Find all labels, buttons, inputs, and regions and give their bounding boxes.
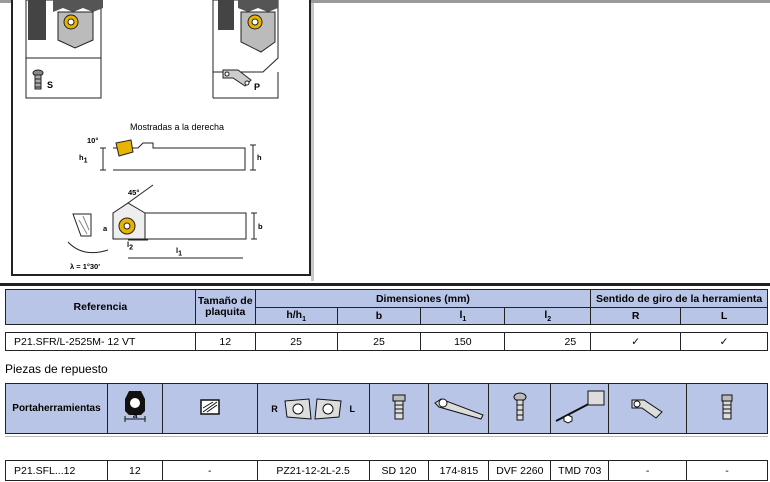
dim-b: b (258, 222, 263, 231)
cell-l2: 25 (504, 332, 592, 351)
header-sentido: Sentido de giro de la herramienta (590, 289, 768, 308)
dim-h: h (257, 153, 262, 162)
spare-shim: - (161, 460, 258, 481)
header-portaherramientas: Portaherramientas (5, 383, 108, 434)
dim-a: a (103, 224, 108, 233)
spare-a: 12 (106, 460, 163, 481)
dim-l1: l1 (176, 246, 182, 258)
spares-header-table: Portaherramientas a R (5, 383, 768, 434)
spare-screw2: DVF 2260 (488, 460, 552, 481)
tool-spec-table: Referencia Tamaño de plaquita Dimensione… (5, 289, 768, 351)
header-screw2-icon (488, 383, 552, 434)
spares-data-table: P21.SFL...12 12 - PZ21-12-2L-2.5 SD 120 … (5, 460, 768, 481)
spares-title: Piezas de repuesto (5, 362, 108, 376)
holder-s-body (28, 0, 46, 40)
tool-figure: S P Mostradas a la derecha 10° h1 h 45° … (11, 0, 311, 276)
spare-ref: P21.SFL...12 (5, 460, 108, 481)
header-shim-icon (161, 383, 258, 434)
header-lever-icon (608, 383, 688, 434)
header-a: a (132, 411, 138, 420)
dim-l2: l2 (127, 240, 133, 252)
cell-hh1: 25 (254, 332, 338, 351)
clamp-rl-icon (284, 397, 342, 420)
cell-l1: 150 (420, 332, 506, 351)
figure-caption: Mostradas a la derecha (130, 122, 225, 132)
shim-icon (200, 399, 220, 415)
screw-s-icon (32, 69, 44, 90)
lever-p-icon (222, 69, 252, 87)
table-row: P21.SFL...12 12 - PZ21-12-2L-2.5 SD 120 … (5, 460, 768, 481)
table-row: P21.SFR/L-2525M- 12 VT 12 25 25 150 25 ✓… (5, 332, 768, 351)
clearance-angle (72, 213, 92, 237)
cell-r-check: ✓ (590, 332, 682, 351)
header-insert-icon: a (106, 383, 163, 434)
header-l2: l2 (504, 307, 592, 325)
header-referencia: Referencia (5, 289, 196, 325)
cell-tamano: 12 (194, 332, 256, 351)
dim-h1: h1 (79, 153, 88, 165)
side-view-holder (113, 142, 246, 171)
torx-screw-icon (513, 392, 527, 421)
header-l1: l1 (420, 307, 506, 325)
spare-clamp: PZ21-12-2L-2.5 (256, 460, 370, 481)
holder-s-bottom (25, 57, 102, 99)
top-rule (0, 0, 770, 3)
spare-screw: SD 120 (368, 460, 430, 481)
header-tamano: Tamaño de plaquita (194, 289, 256, 325)
dim-10: 10° (87, 136, 99, 145)
cell-ref: P21.SFR/L-2525M- 12 VT (5, 332, 196, 351)
torx-wrench-icon (555, 390, 605, 424)
header-b: b (336, 307, 422, 325)
dim-45: 45° (128, 188, 140, 197)
spare-lever: - (608, 460, 688, 481)
header-dimensiones: Dimensiones (mm) (254, 289, 592, 308)
spare-key: 174-815 (428, 460, 490, 481)
label-p: P (254, 82, 261, 92)
header-clamp-l: L (349, 403, 356, 414)
section-rule (0, 283, 770, 286)
header-wrench-icon (550, 383, 610, 434)
lever-icon (631, 399, 663, 419)
header-screw-icon (368, 383, 430, 434)
header-hh1: h/h1 (254, 307, 338, 325)
hex-key-icon (434, 398, 484, 420)
screw-icon (392, 394, 406, 420)
insert-size-icon (124, 391, 146, 422)
header-clamp-rl: R L (256, 383, 370, 434)
label-s: S (47, 80, 54, 90)
spares-divider (5, 436, 768, 437)
header-pin-icon (686, 383, 768, 434)
cell-b: 25 (336, 332, 422, 351)
side-view-insert (115, 139, 134, 157)
figure-shadow (311, 3, 314, 281)
spare-wrench: TMD 703 (550, 460, 610, 481)
spare-pin: - (686, 460, 768, 481)
header-r: R (590, 307, 682, 325)
header-clamp-r: R (271, 403, 278, 414)
cell-l-check: ✓ (680, 332, 768, 351)
header-key-icon (428, 383, 490, 434)
pin-icon (721, 394, 733, 420)
header-l: L (680, 307, 768, 325)
tool-drawing (25, 0, 279, 259)
holder-s-teeth (53, 0, 103, 12)
lambda-angle: λ = 1°30' (70, 262, 101, 271)
